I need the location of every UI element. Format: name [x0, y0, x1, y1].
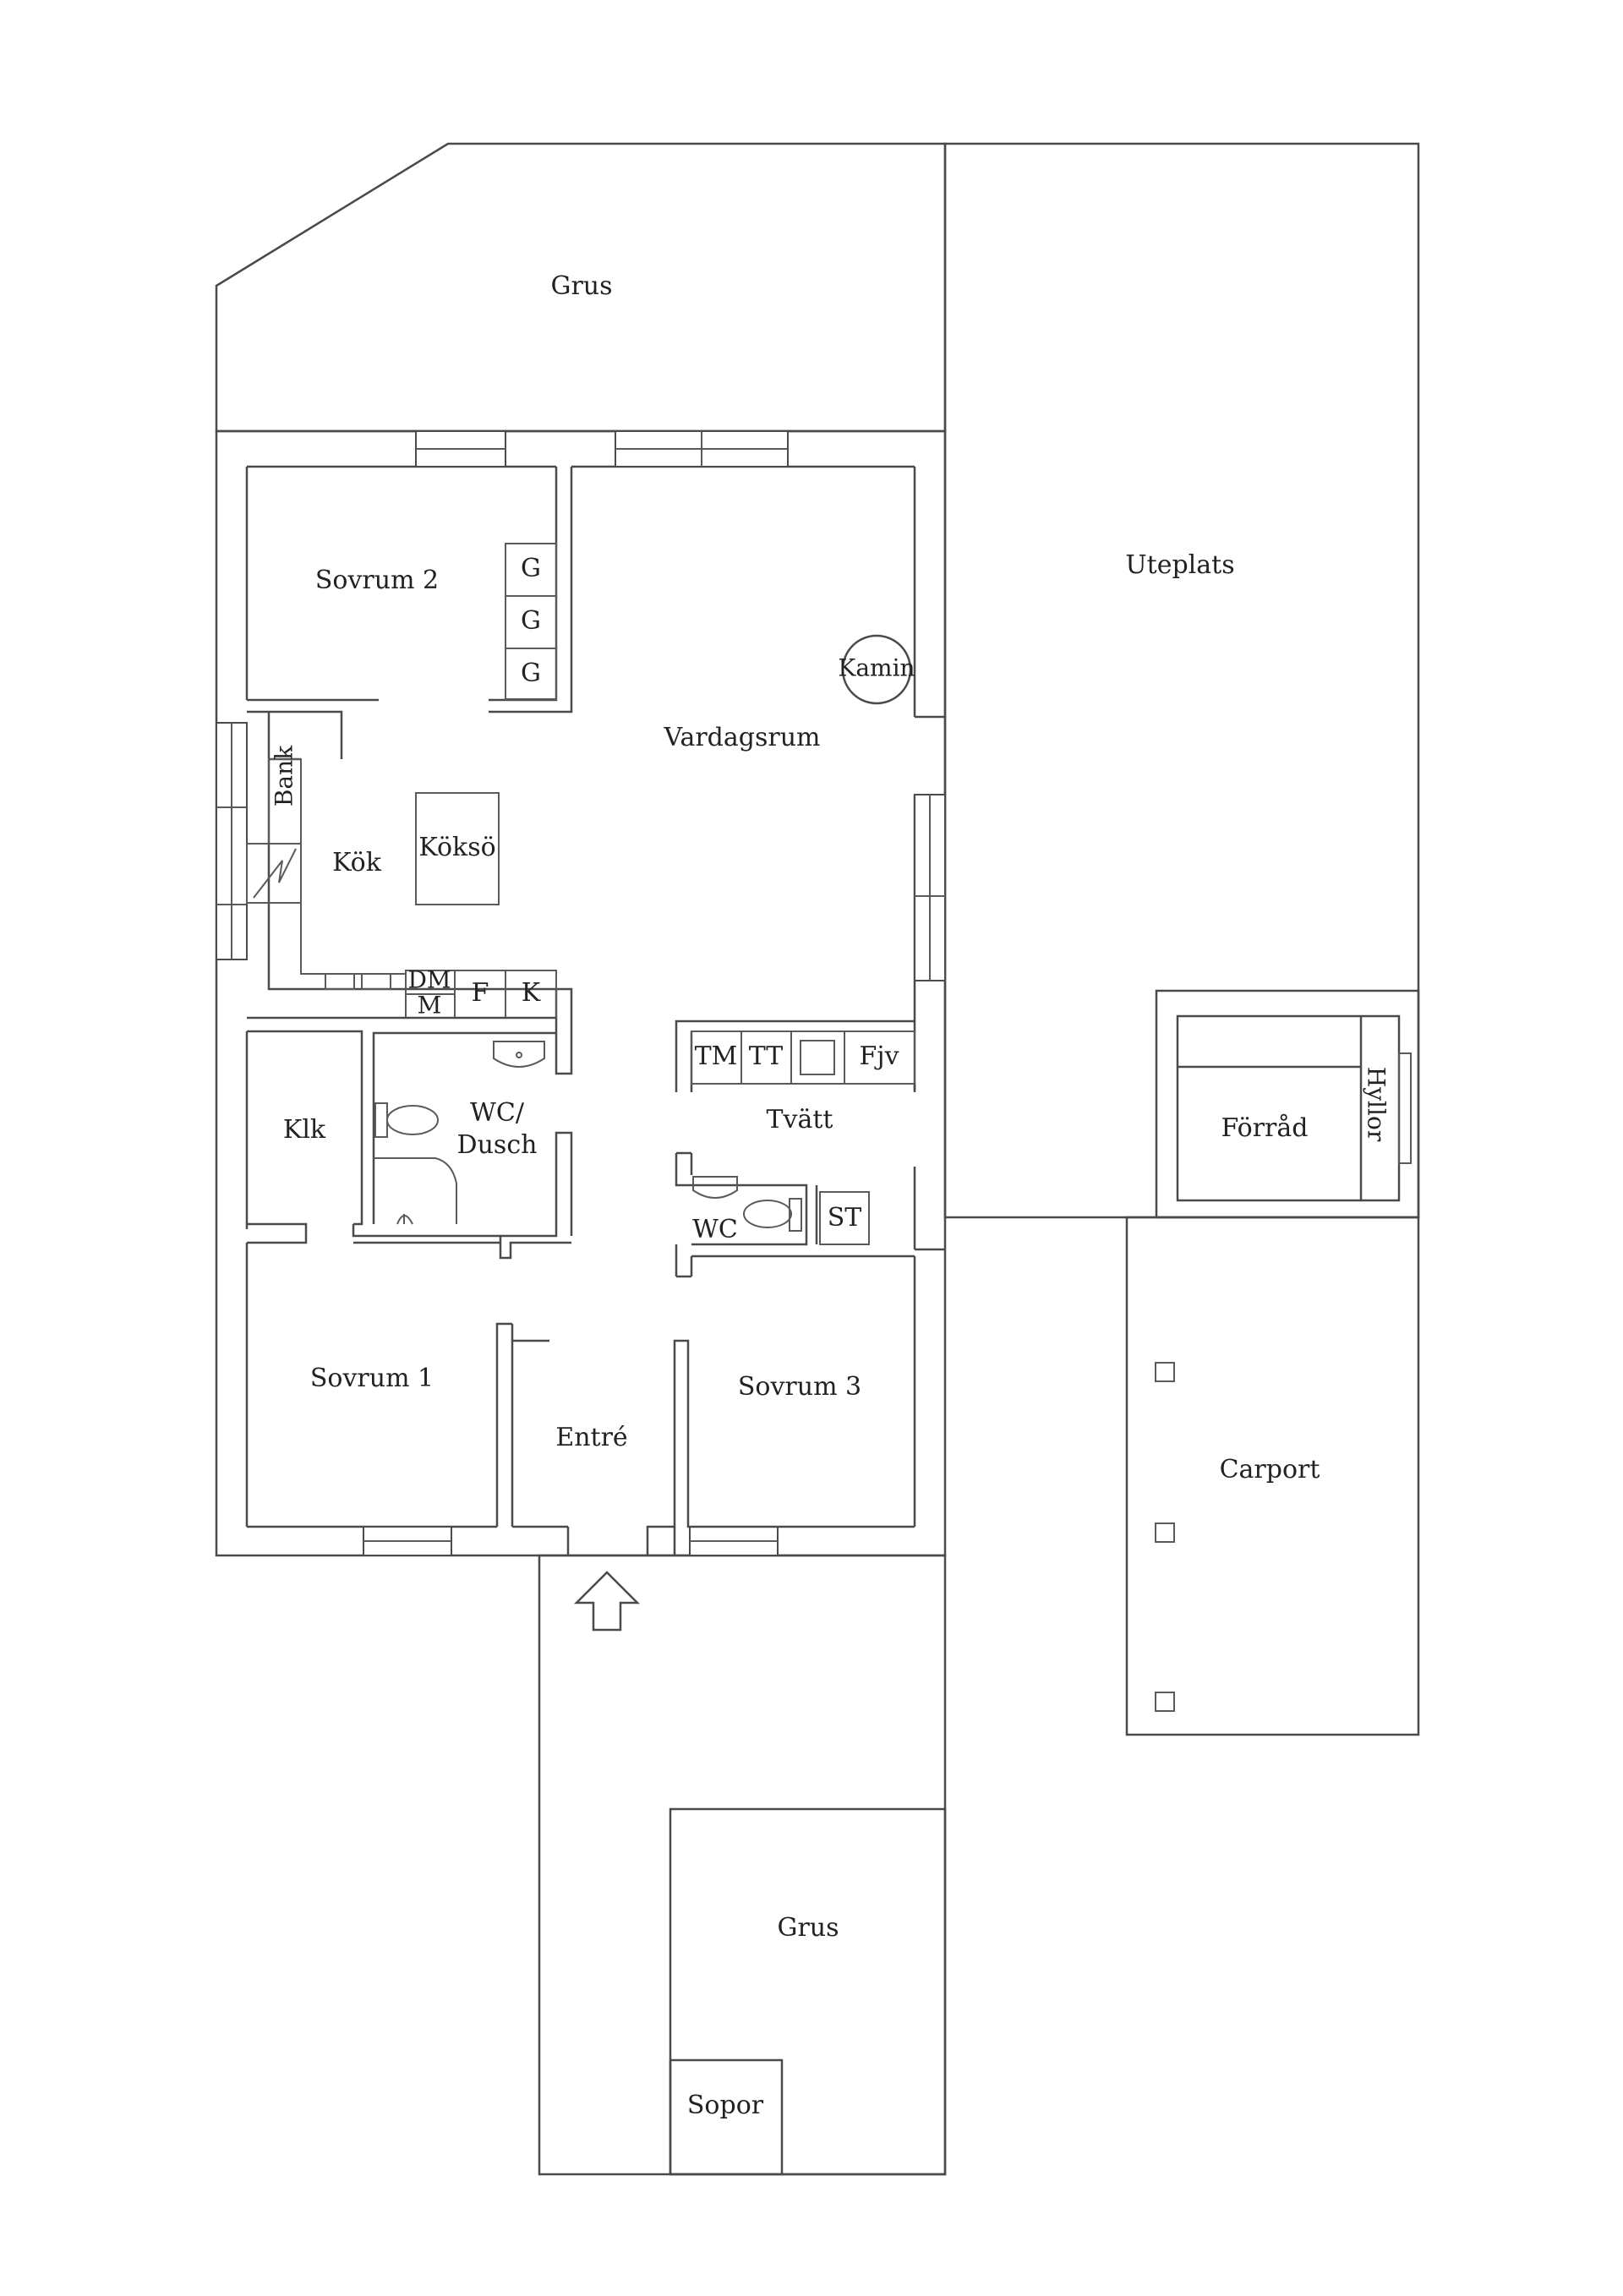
wall — [675, 1153, 808, 1246]
shed-shelf-recess — [1398, 1052, 1412, 1164]
driveway-outline — [538, 1554, 947, 2176]
wall — [489, 467, 573, 713]
toilet-tank-icon — [374, 1102, 388, 1138]
shower-screen — [374, 1157, 457, 1224]
room-label-sovrum-3: Sovrum 3 — [738, 1372, 861, 1402]
room-label-kok: Kök — [332, 848, 382, 877]
sink-drain-icon — [516, 1052, 522, 1058]
wall — [372, 1031, 556, 1224]
gravel-area-bottom-outline — [669, 1807, 947, 2176]
room-label-sovrum-1: Sovrum 1 — [310, 1364, 434, 1393]
wall — [511, 1324, 549, 1342]
room-label-wc-dusch-1: WC/ — [470, 1098, 525, 1128]
entrance-arrow-icon — [573, 1571, 641, 1632]
carport-post — [1155, 1692, 1175, 1712]
stove-burner — [361, 973, 391, 990]
wardrobe-label: G — [521, 606, 541, 636]
sink-icon — [493, 1041, 545, 1068]
microwave-label: M — [418, 992, 442, 1020]
wall — [267, 712, 573, 1075]
wardrobe-unit — [505, 543, 557, 700]
storage-cabinet-label: ST — [828, 1203, 862, 1233]
dishwasher-label: DM — [407, 966, 451, 994]
room-label-sovrum-2: Sovrum 2 — [315, 566, 439, 595]
area-label-carport: Carport — [1220, 1455, 1320, 1484]
area-label-patio: Uteplats — [1125, 550, 1234, 580]
shower-drain-icon — [396, 1214, 413, 1225]
fireplace-icon — [841, 634, 912, 705]
wall — [499, 1236, 571, 1260]
room-label-forrad: Förråd — [1221, 1113, 1308, 1143]
kitchen-island — [415, 792, 500, 905]
wall — [495, 1322, 512, 1527]
laundry-counter — [691, 1030, 915, 1085]
carport-post — [1155, 1362, 1175, 1382]
room-label-tvatt: Tvätt — [767, 1105, 833, 1134]
wardrobe-label: G — [521, 554, 541, 583]
sink-basin-icon — [800, 1040, 835, 1075]
toilet-bowl-icon — [386, 1105, 439, 1135]
shelves-label: Hyllor — [1363, 1067, 1391, 1142]
carport-post — [1155, 1522, 1175, 1543]
fireplace-label: Kamin — [838, 654, 915, 682]
fridge-label: F — [472, 978, 489, 1008]
area-label-gravel-bottom: Grus — [777, 1913, 839, 1943]
island-label-kokso: Köksö — [418, 833, 495, 862]
cooler-label: K — [522, 978, 541, 1008]
wall — [247, 710, 343, 759]
area-label-waste: Sopor — [687, 2091, 764, 2120]
chimney-box — [246, 843, 302, 904]
toilet-tank-icon — [789, 1198, 802, 1232]
stove-burner — [325, 973, 355, 990]
wall — [247, 1222, 308, 1244]
storage-shed-outline — [1155, 989, 1420, 1219]
room-label-wc-dusch-2: Dusch — [457, 1130, 538, 1160]
wall — [646, 1339, 915, 1555]
toilet-bowl-icon — [743, 1200, 792, 1228]
chimney-zigzag-icon — [253, 848, 297, 899]
room-label-klk: Klk — [283, 1115, 326, 1145]
district-heating-label: Fjv — [859, 1041, 899, 1071]
wall — [675, 1020, 915, 1092]
sink-icon — [692, 1176, 738, 1199]
room-label-entre: Entré — [555, 1423, 627, 1452]
wall — [247, 1030, 363, 1226]
patio-outline — [943, 142, 1420, 1219]
house-outer-wall — [215, 429, 947, 1557]
wall — [352, 1131, 573, 1238]
wardrobe-label: G — [521, 659, 541, 688]
waste-area-outline — [669, 2058, 784, 2176]
bench-label: Bank — [270, 745, 298, 806]
room-label-wc: WC — [692, 1215, 738, 1244]
storage-cabinet — [819, 1191, 870, 1245]
area-label-gravel-top: Grus — [550, 271, 612, 301]
washer-label: TM — [695, 1041, 738, 1071]
dryer-label: TT — [749, 1041, 784, 1071]
room-label-vardagsrum: Vardagsrum — [664, 723, 821, 752]
